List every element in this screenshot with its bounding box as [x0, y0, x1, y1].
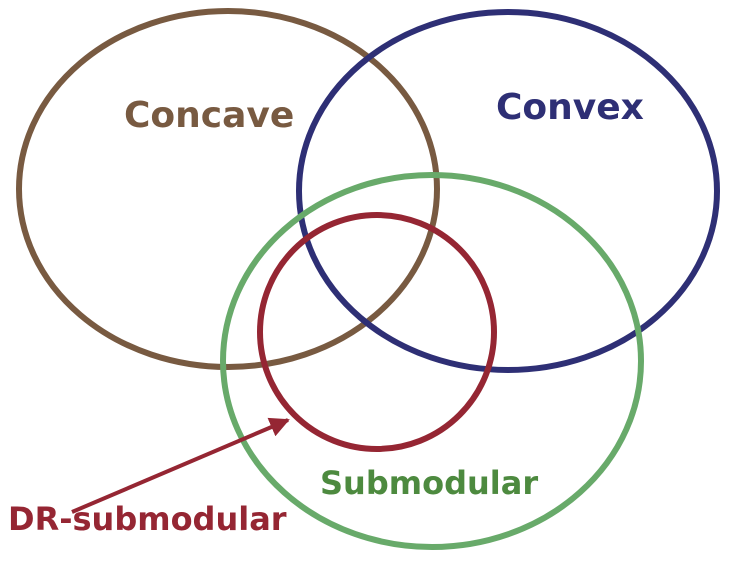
submodular-label: Submodular: [320, 464, 538, 502]
submodular-set-ellipse: [220, 172, 644, 550]
convex-set-ellipse: [296, 9, 720, 373]
dr-submodular-set-ellipse: [257, 212, 497, 452]
dr-submodular-arrow: [71, 417, 290, 514]
convex-label: Convex: [496, 87, 644, 128]
concave-label: Concave: [124, 95, 294, 136]
dr-submodular-label: DR-submodular: [8, 500, 287, 538]
concave-set-ellipse: [16, 8, 440, 370]
